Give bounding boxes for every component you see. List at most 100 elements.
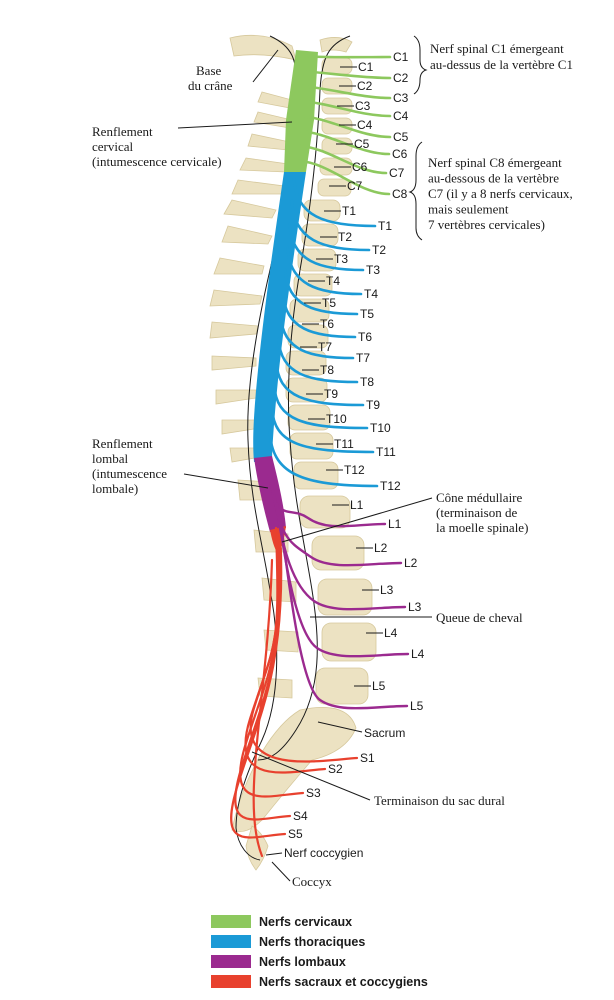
vertebra-label-t9: T9 <box>324 387 338 401</box>
lumb-enl-line1: Renflement <box>92 436 153 451</box>
lumb-enl-line4: lombale) <box>92 481 138 496</box>
sacrum-label: Sacrum <box>364 726 405 740</box>
sacral-nerves <box>230 526 359 858</box>
nerve-s5 <box>230 546 287 839</box>
vertebra-labels: C1C2C3C4C5C6C7T1T2T3T4T5T6T7T8T9T10T11T1… <box>300 60 398 693</box>
nerve-t7 <box>279 314 355 360</box>
nerve-t5 <box>283 268 359 316</box>
nerve-label-t1: T1 <box>378 219 392 233</box>
vertebra-label-l1: L1 <box>350 498 364 512</box>
cerv-enl-line3: (intumescence cervicale) <box>92 154 222 169</box>
legend-swatch-thoracic <box>211 935 251 948</box>
legend-item-lumbar: Nerfs lombaux <box>211 955 346 969</box>
nerve-labels: C1C2C3C4C5C6C7C8T1T2T3T4T5T6T7T8T9T10T11… <box>288 50 425 841</box>
legend-swatch-cervical <box>211 915 251 928</box>
vertebra-label-l5: L5 <box>372 679 386 693</box>
nerve-c8 <box>298 159 391 196</box>
nerve-t6 <box>281 291 357 339</box>
nerve-label-l4: L4 <box>411 647 425 661</box>
c1-note-line2: au-dessus de la vertèbre C1 <box>430 57 573 72</box>
vertebra-label-t8: T8 <box>320 363 334 377</box>
cauda-label: Queue de cheval <box>436 610 523 625</box>
dural-sac-label: Terminaison du sac dural <box>374 793 505 808</box>
vertebra-label-c2: C2 <box>357 79 373 93</box>
nerve-t11 <box>270 406 375 454</box>
nerve-t3 <box>288 222 365 272</box>
nerve-t4 <box>286 245 363 296</box>
conus-line1: Cône médullaire <box>436 490 523 505</box>
nerve-c4 <box>298 99 392 118</box>
vertebra-label-t7: T7 <box>318 340 332 354</box>
legend-swatch-sacral <box>211 975 251 988</box>
vertebra-label-t1: T1 <box>342 204 356 218</box>
nerve-label-c6: C6 <box>392 147 408 161</box>
skull-base-line1: Base <box>196 63 222 78</box>
coccygeal-nerve-annotation: Nerf coccygien <box>265 846 363 860</box>
vertebra-label-t5: T5 <box>322 296 336 310</box>
conus-line3: la moelle spinale) <box>436 520 528 535</box>
nerve-label-c4: C4 <box>393 109 409 123</box>
nerve-t8 <box>277 337 359 384</box>
nerve-label-t6: T6 <box>358 330 372 344</box>
thoracic-nerves <box>268 176 379 488</box>
nerve-t12 <box>268 429 379 488</box>
nerve-label-s1: S1 <box>360 751 375 765</box>
nerve-label-t8: T8 <box>360 375 374 389</box>
nerve-label-l5: L5 <box>410 699 424 713</box>
nerve-label-t12: T12 <box>380 479 401 493</box>
vertebra-label-l2: L2 <box>374 541 388 555</box>
coccyx-annotation: Coccyx <box>271 861 332 889</box>
cauda-annotation: Queue de cheval <box>310 610 523 625</box>
nerve-label-l3: L3 <box>408 600 422 614</box>
legend-label-cervical: Nerfs cervicaux <box>259 915 352 929</box>
sacrum-annotation: Sacrum <box>317 721 405 740</box>
nerve-label-c2: C2 <box>393 71 409 85</box>
dural-sac-annotation: Terminaison du sac dural <box>251 751 505 808</box>
legend-label-sacral: Nerfs sacraux et coccygiens <box>259 975 428 989</box>
nerve-coccygeal <box>252 558 274 858</box>
c8-note-line4: mais seulement <box>428 202 509 217</box>
vertebra-label-c1: C1 <box>358 60 374 74</box>
vertebra-label-t10: T10 <box>326 412 347 426</box>
c8-note-line1: Nerf spinal C8 émergeant <box>428 155 562 170</box>
nerve-label-s3: S3 <box>306 786 321 800</box>
nerve-label-t7: T7 <box>356 351 370 365</box>
legend-item-sacral: Nerfs sacraux et coccygiens <box>211 975 428 989</box>
vertebra-label-c7: C7 <box>347 179 363 193</box>
nerve-t2 <box>290 199 371 252</box>
nerve-label-c1: C1 <box>393 50 409 64</box>
vertebra-label-c6: C6 <box>352 160 368 174</box>
nerve-label-c7: C7 <box>389 166 405 180</box>
cervical-nerves <box>298 54 392 196</box>
nerve-label-t4: T4 <box>364 287 378 301</box>
nerve-label-c3: C3 <box>393 91 409 105</box>
nerve-c6 <box>298 129 391 156</box>
vertebra-label-c4: C4 <box>357 118 373 132</box>
nerve-label-c8: C8 <box>392 187 408 201</box>
nerve-c5 <box>298 114 392 139</box>
vertebra-label-l4: L4 <box>384 626 398 640</box>
vertebra-label-t6: T6 <box>320 317 334 331</box>
nerve-label-s2: S2 <box>328 762 343 776</box>
nerve-label-t5: T5 <box>360 307 374 321</box>
nerve-label-t2: T2 <box>372 243 386 257</box>
nerve-t1 <box>292 176 377 228</box>
cerv-enl-line1: Renflement <box>92 124 153 139</box>
legend-swatch-lumbar <box>211 955 251 968</box>
nerve-label-l2: L2 <box>404 556 418 570</box>
nerve-label-t9: T9 <box>366 398 380 412</box>
coccyx-label: Coccyx <box>292 874 332 889</box>
nerve-l5 <box>278 514 409 710</box>
vertebra-label-t4: T4 <box>326 274 340 288</box>
vertebra-label-t11: T11 <box>334 437 354 451</box>
